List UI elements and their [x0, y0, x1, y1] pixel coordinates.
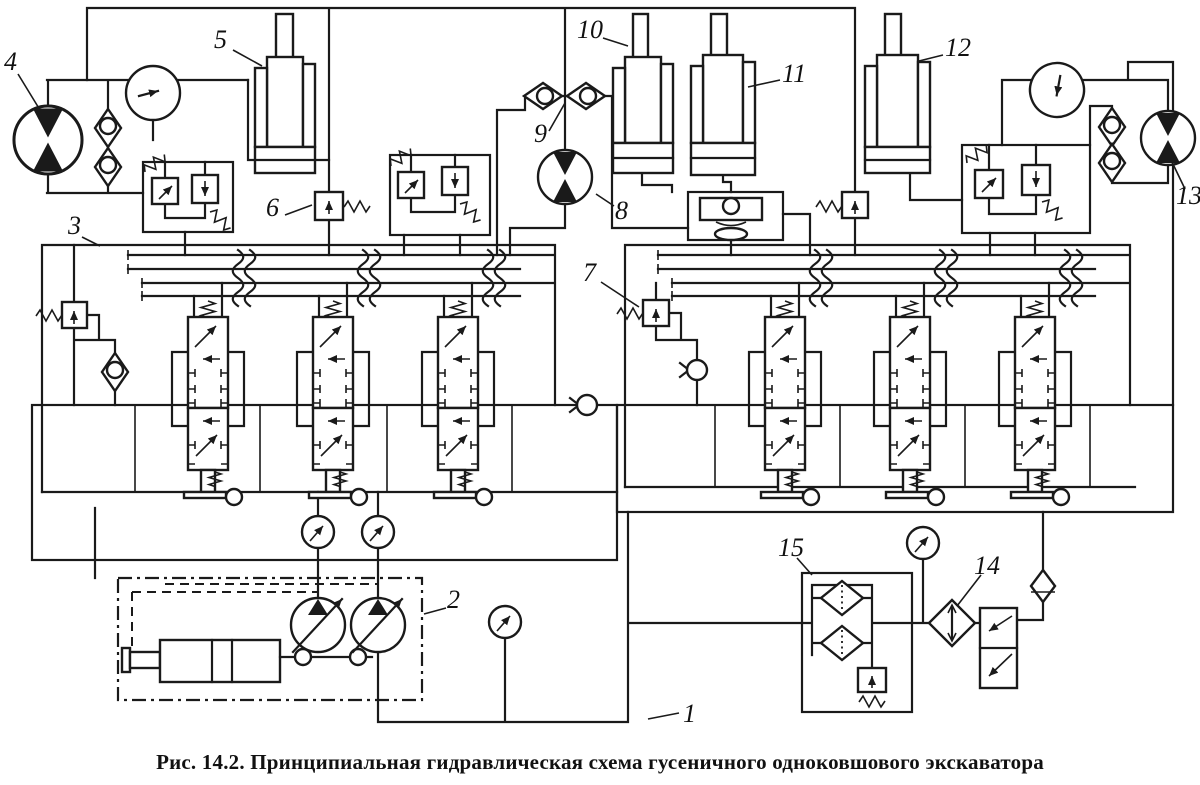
label-leader-lines [17, 37, 1186, 720]
check-valve-icon [100, 351, 130, 393]
figure-label-12: 12 [945, 33, 971, 62]
figure-caption: Рис. 14.2. Принципиальная гидравлическая… [156, 750, 1044, 774]
check-valve-icon [93, 146, 123, 188]
figure-label-8: 8 [615, 196, 628, 225]
check-valve-icon [1097, 142, 1127, 184]
relief-valve-block [140, 149, 235, 234]
bypass-valve-icon [978, 606, 1019, 690]
relief-valve-icon [313, 190, 371, 222]
figure-label-3: 3 [67, 211, 81, 240]
hydraulic-motor-icon [536, 148, 594, 206]
check-valve-icon [565, 81, 607, 111]
figure-labels: 1 2 3 4 5 6 7 8 9 10 11 12 13 14 15 [4, 15, 1200, 728]
spool-valve-icon [886, 301, 944, 505]
spool-valve-icon [309, 301, 367, 505]
pressure-gauge-icon [302, 516, 334, 548]
figure-label-14: 14 [974, 551, 1000, 580]
relief-valve-icon [815, 190, 870, 220]
figure-label-13: 13 [1176, 181, 1200, 210]
relief-valve-icon [35, 300, 89, 330]
hydraulic-motor-icon [12, 104, 84, 176]
valve-port-lines [170, 281, 1073, 428]
filter-unit [800, 571, 914, 714]
main-pump-unit [116, 576, 424, 702]
figure-label-5: 5 [214, 25, 227, 54]
cylinder-icon [863, 12, 932, 175]
cooler-icon [927, 598, 977, 648]
inline-check-valve-icon [678, 358, 709, 382]
figure-label-11: 11 [782, 59, 806, 88]
check-valve-icon [1097, 106, 1127, 148]
figure-label-4: 4 [4, 47, 17, 76]
flow-pump-icon [126, 66, 180, 120]
figure-label-1: 1 [683, 699, 696, 728]
check-valve-icon [93, 107, 123, 149]
figure-label-10: 10 [577, 15, 603, 44]
pilot-check-valve-block [686, 190, 785, 242]
variable-pump-icon [291, 598, 345, 652]
figure-label-15: 15 [778, 533, 804, 562]
relief-valve-block [960, 140, 1092, 235]
figure-label-2: 2 [447, 585, 460, 614]
pressure-gauge-icon [907, 527, 939, 559]
filter-icon [819, 624, 865, 662]
hydraulic-motor-icon [1139, 109, 1197, 167]
figure-label-9: 9 [534, 119, 547, 148]
cylinder-icon [689, 12, 757, 177]
spool-valve-icon [184, 301, 242, 505]
check-valve-icon [1029, 568, 1057, 604]
pressure-gauge-icon [362, 516, 394, 548]
spool-valve-icon [434, 301, 492, 505]
variable-pump-icon [351, 598, 405, 652]
relief-valve-icon [616, 298, 671, 328]
cylinder-icon [253, 12, 317, 175]
figure-label-6: 6 [266, 193, 279, 222]
check-valve-icon [522, 81, 564, 111]
relief-valve-block [386, 143, 492, 237]
spool-valve-icon [1011, 301, 1069, 505]
flow-pump-icon [1021, 54, 1093, 126]
figure-label-7: 7 [583, 258, 597, 287]
pressure-gauge-icon [489, 606, 521, 638]
cylinder-icon [611, 12, 675, 175]
spool-valve-icon [761, 301, 819, 505]
